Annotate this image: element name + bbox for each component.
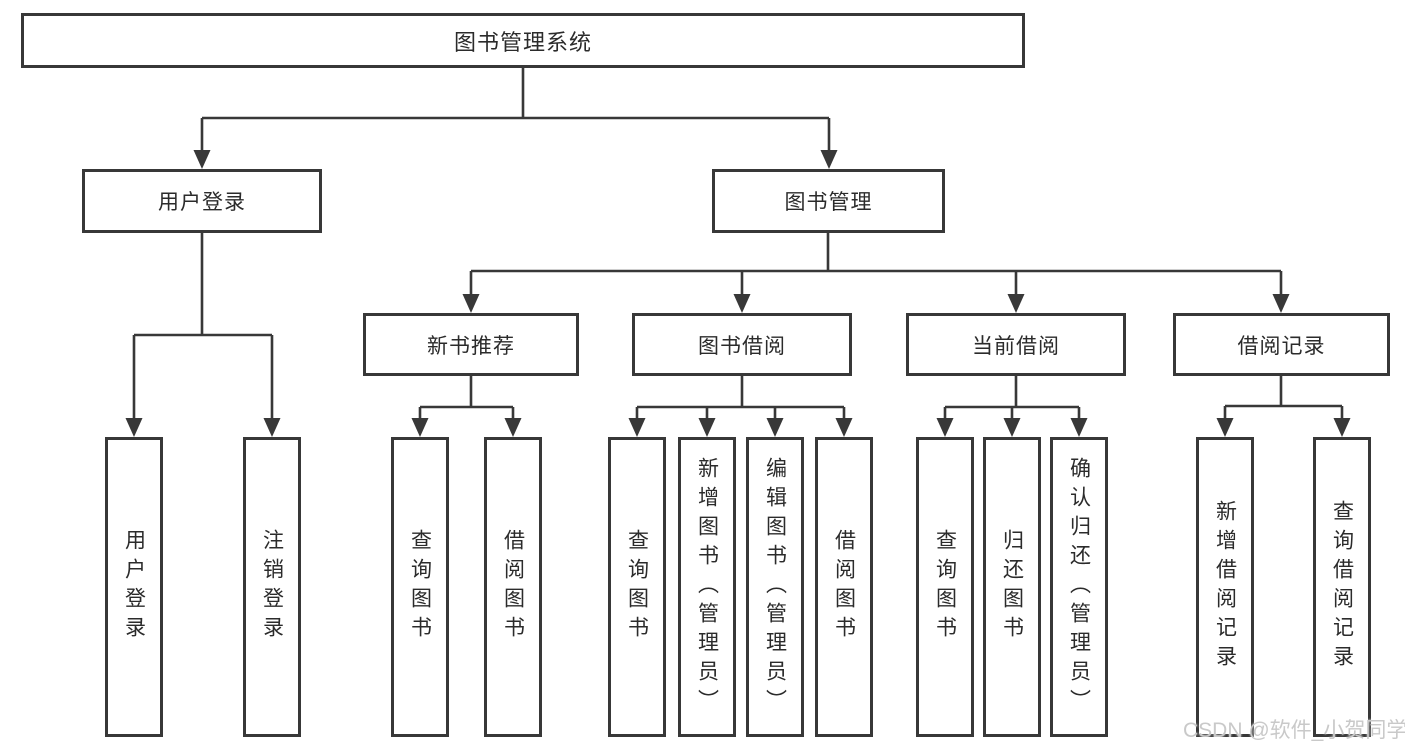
node-borrowing-records: 借阅记录 (1173, 313, 1390, 376)
node-label: 用户登录 (158, 191, 246, 214)
leaf-user-login: 用户登录 (105, 437, 163, 737)
arrowhead-icon (411, 418, 429, 437)
arrowhead-icon (1216, 418, 1234, 437)
node-label: 借阅记录 (1237, 334, 1326, 358)
leaf-query-borrow-record: 查询借阅记录 (1313, 437, 1371, 737)
arrowhead-icon (1007, 294, 1025, 313)
node-label: 新增图书（管理员） (695, 456, 719, 718)
node-label: 图书管理系统 (453, 29, 592, 55)
arrowhead-icon (462, 294, 480, 313)
node-current-borrowing: 当前借阅 (906, 313, 1126, 376)
node-label: 查询图书 (408, 529, 432, 645)
arrowhead-icon (125, 418, 143, 437)
leaf-return-books: 归还图书 (983, 437, 1041, 737)
leaf-borrow-books-borrowing: 借阅图书 (815, 437, 873, 737)
connector-borrowing-records-to-leaves (1216, 376, 1351, 437)
connector-user-login-to-leaves (125, 233, 281, 437)
arrowhead-icon (263, 418, 281, 437)
connector-book-management-to-level3 (462, 233, 1290, 313)
node-root-library-system: 图书管理系统 (21, 13, 1025, 68)
node-label: 查询图书 (933, 529, 957, 645)
leaf-add-borrow-record: 新增借阅记录 (1196, 437, 1254, 737)
connector-current-borrowing-to-leaves (936, 376, 1088, 437)
node-book-management: 图书管理 (712, 169, 945, 233)
leaf-confirm-return-admin: 确认归还（管理员） (1050, 437, 1108, 737)
node-label: 图书借阅 (698, 334, 786, 358)
node-book-borrowing: 图书借阅 (632, 313, 852, 376)
node-label: 归还图书 (1000, 529, 1024, 645)
arrowhead-icon (936, 418, 954, 437)
leaf-query-books-current: 查询图书 (916, 437, 974, 737)
leaf-logout: 注销登录 (243, 437, 301, 737)
node-label: 借阅图书 (501, 529, 525, 645)
node-label: 借阅图书 (832, 529, 856, 645)
arrowhead-icon (1070, 418, 1088, 437)
node-user-login: 用户登录 (82, 169, 322, 233)
leaf-query-books-recommend: 查询图书 (391, 437, 449, 737)
node-label: 当前借阅 (972, 334, 1060, 358)
node-label: 确认归还（管理员） (1067, 456, 1091, 718)
leaf-borrow-books-recommend: 借阅图书 (484, 437, 542, 737)
node-label: 新书推荐 (427, 334, 515, 358)
connector-root-to-level2 (193, 68, 838, 169)
node-new-book-recommend: 新书推荐 (363, 313, 579, 376)
arrowhead-icon (733, 294, 751, 313)
csdn-watermark: CSDN @软件_小贺同学 (1183, 719, 1405, 742)
arrowhead-icon (820, 150, 838, 169)
node-label: 注销登录 (260, 529, 284, 645)
connector-book-borrowing-to-leaves (628, 376, 853, 437)
arrowhead-icon (698, 418, 716, 437)
arrowhead-icon (766, 418, 784, 437)
arrowhead-icon (193, 150, 211, 169)
leaf-query-books-borrowing: 查询图书 (608, 437, 666, 737)
arrowhead-icon (1272, 294, 1290, 313)
arrowhead-icon (628, 418, 646, 437)
node-label: 查询借阅记录 (1330, 500, 1354, 674)
arrowhead-icon (504, 418, 522, 437)
arrowhead-icon (1003, 418, 1021, 437)
node-label: 图书管理 (784, 191, 873, 214)
leaf-edit-book-admin: 编辑图书（管理员） (746, 437, 804, 737)
node-label: 新增借阅记录 (1213, 500, 1237, 674)
leaf-add-book-admin: 新增图书（管理员） (678, 437, 736, 737)
node-label: 编辑图书（管理员） (763, 456, 787, 718)
arrowhead-icon (835, 418, 853, 437)
node-label: 用户登录 (122, 529, 146, 645)
connector-new-book-recommend-to-leaves (411, 376, 522, 437)
node-label: 查询图书 (625, 529, 649, 645)
arrowhead-icon (1333, 418, 1351, 437)
